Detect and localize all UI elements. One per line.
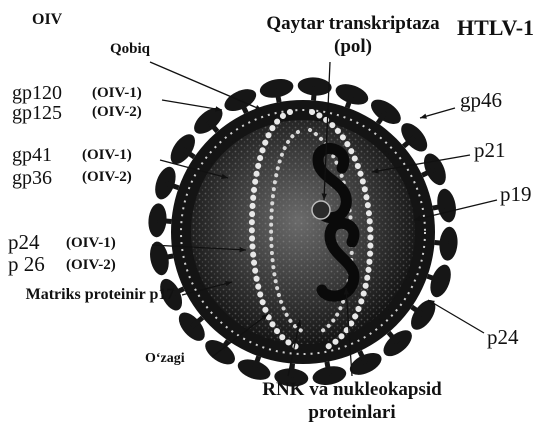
- htlv-heading: HTLV-1: [457, 17, 534, 39]
- leader-gp46-arrowhead: [420, 114, 427, 119]
- spike-stalk: [291, 364, 292, 378]
- leader-gp120: [162, 100, 222, 110]
- envelope-label: Qobiq: [110, 42, 150, 57]
- spike-stalk: [158, 220, 172, 221]
- gp125-strain-tag: (OIV-2): [92, 105, 142, 120]
- gp125-label: gp125: [12, 103, 62, 123]
- gp46-label: gp46: [460, 90, 502, 111]
- oiv-heading: OIV: [32, 12, 62, 28]
- spike-stalk: [277, 88, 280, 102]
- gp120-strain-tag: (OIV-1): [92, 86, 142, 101]
- p24-right-label: p24: [487, 327, 519, 348]
- spike-stalk: [433, 206, 447, 209]
- reverse-transcriptase-enzyme: [312, 201, 330, 219]
- gp41-label: gp41: [12, 145, 52, 165]
- leader-envelope: [150, 62, 262, 110]
- spike-stalk: [327, 362, 330, 376]
- gp36-label: gp36: [12, 168, 52, 188]
- p19-label: p19: [500, 184, 532, 205]
- gp41-strain-tag: (OIV-1): [82, 148, 132, 163]
- p24-label: p24: [8, 232, 40, 253]
- p26-strain-tag: (OIV-2): [66, 258, 116, 273]
- gp36-strain-tag: (OIV-2): [82, 170, 132, 185]
- gp120-label: gp120: [12, 83, 62, 103]
- spike-stalk: [159, 256, 173, 259]
- leader-p24-right: [428, 300, 484, 333]
- spike-stalk: [314, 87, 315, 101]
- p26-label: p 26: [8, 254, 45, 275]
- p24-strain-tag: (OIV-1): [66, 236, 116, 251]
- core-label: O‘zagi: [145, 352, 185, 366]
- rna-nucleocapsid-label: RNK va nukleokapsid proteinlari: [222, 378, 482, 424]
- matrix-texture: [191, 120, 415, 344]
- reverse-transcriptase-label: Qaytar transkriptaza (pol): [258, 12, 448, 58]
- matrix-protein-label: Matriks proteinir p17: [20, 284, 180, 305]
- p21-label: p21: [474, 140, 506, 161]
- spike-stalk: [435, 243, 449, 244]
